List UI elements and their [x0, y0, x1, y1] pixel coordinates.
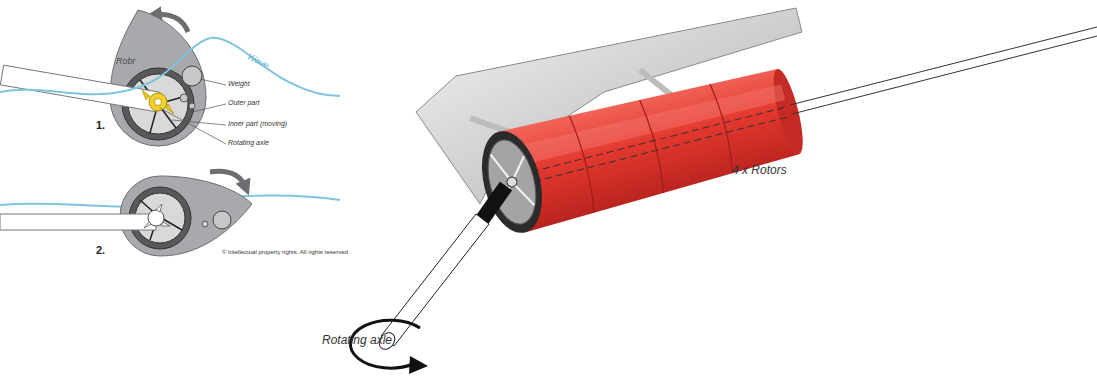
wave-line: [0, 38, 340, 96]
rotor-dividers: [569, 79, 737, 212]
copyright-note: © Intellectual property rights. All righ…: [222, 249, 348, 256]
wave-label: Wave: [245, 52, 270, 71]
rotor-divider: [640, 99, 668, 193]
red-pontoon: [472, 59, 811, 240]
yellow-blade: [142, 90, 174, 114]
inner-rotor-face: [480, 135, 544, 229]
axle-core: [155, 99, 162, 106]
part-name: Weight: [228, 80, 250, 88]
rotor-state-2: [0, 171, 340, 256]
arm-bar: [0, 214, 156, 230]
rotor-state-1: [0, 10, 340, 146]
rotor-divider: [569, 115, 598, 213]
part-name: Inner part (moving): [228, 120, 287, 128]
axle-dashed: [511, 107, 787, 177]
leader-line: [200, 79, 226, 85]
pontoon-highlight: [504, 79, 786, 171]
part-name: Robr: [116, 57, 136, 67]
axle-dashed: [513, 116, 789, 186]
inner-rotor-hub: [506, 176, 518, 188]
part-name: 4 x Rotors: [732, 164, 787, 177]
axle-shaft: [381, 214, 489, 346]
shaft-collar: [482, 186, 506, 220]
weight-symbol: [213, 211, 231, 229]
leader-lines: [160, 79, 226, 144]
axle-line: [792, 36, 1097, 114]
leader-line: [160, 108, 226, 144]
rotor-divider: [710, 83, 737, 173]
step-number: 1.: [96, 119, 105, 131]
part-name: Rotating axle: [228, 139, 269, 147]
weight-hole: [202, 221, 208, 227]
leader-line: [192, 104, 226, 112]
weight-hole: [180, 94, 188, 102]
part-name: Rotating axle: [322, 334, 392, 347]
pontoon-body: [499, 61, 801, 232]
rotor-assembly: [350, 8, 1097, 374]
axle-hub: [149, 93, 167, 111]
step-number: 2.: [96, 244, 105, 256]
weight-hole: [189, 103, 195, 109]
leader-line: [172, 120, 226, 125]
part-name: Outer part: [228, 99, 260, 107]
weight-symbol: [182, 66, 202, 86]
rotation-arrowhead: [409, 356, 428, 374]
axle-line: [790, 27, 1097, 105]
hub-blade: [144, 204, 170, 228]
